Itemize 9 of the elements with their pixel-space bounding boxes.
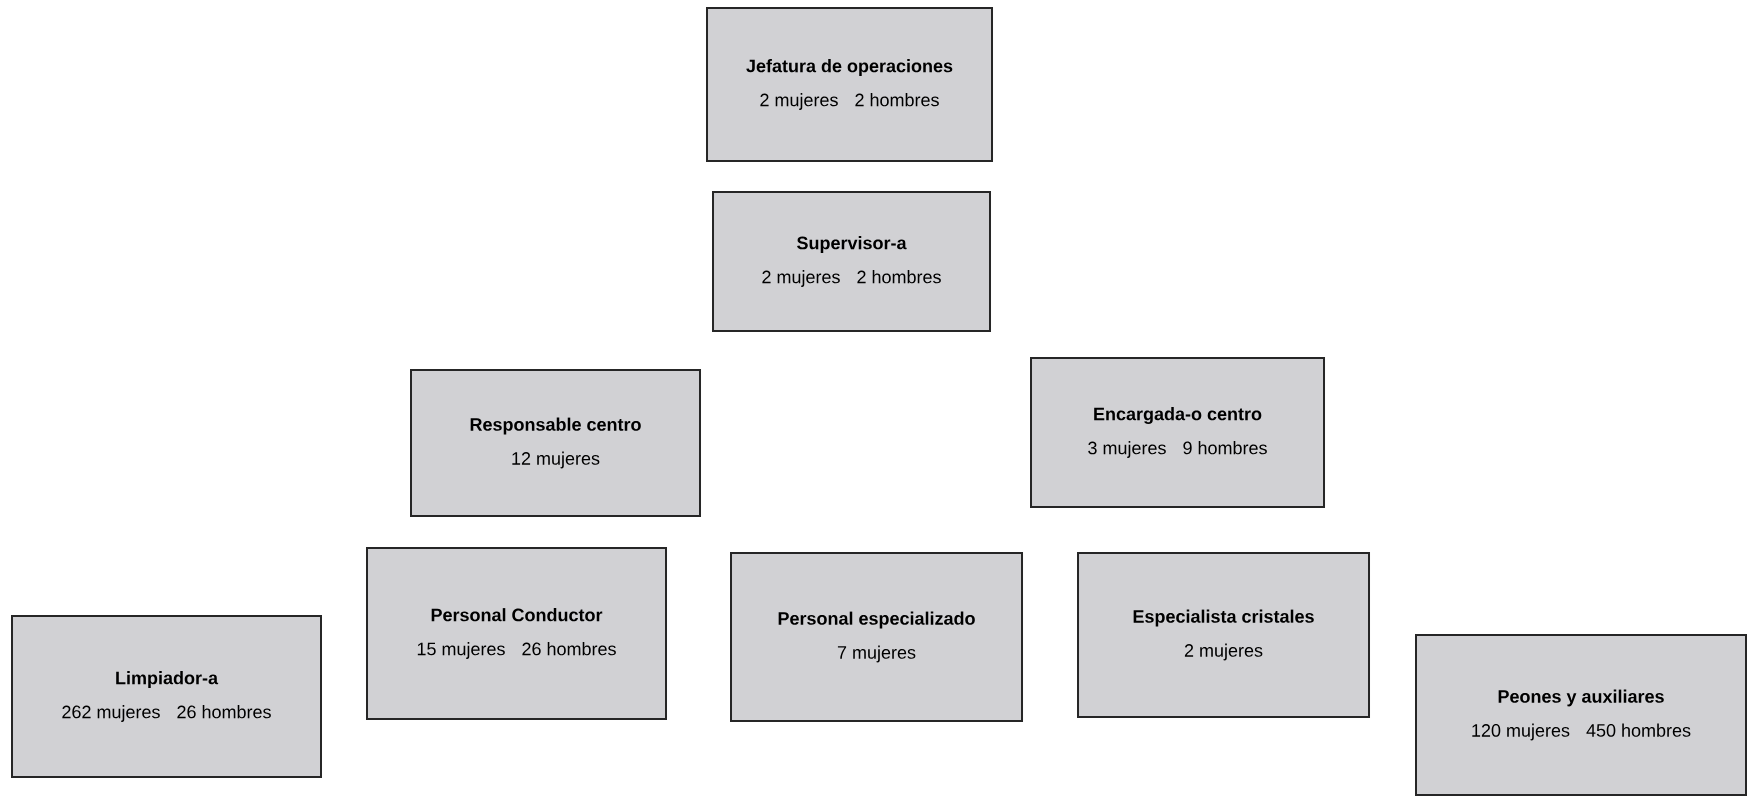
role-box: Personal Conductor 15 mujeres 26 hombres [366,547,667,720]
role-box: Limpiador-a 262 mujeres 26 hombres [11,615,322,778]
role-box: Responsable centro 12 mujeres [410,369,701,517]
role-box: Encargada-o centro 3 mujeres 9 hombres [1030,357,1325,508]
role-box: Personal especializado 7 mujeres [730,552,1023,722]
role-box: Jefatura de operaciones 2 mujeres 2 hombres [706,7,993,162]
role-box: Especialista cristales 2 mujeres [1077,552,1370,718]
role-box: Peones y auxiliares 120 mujeres 450 hombres [1415,634,1747,796]
role-box: Supervisor-a 2 mujeres 2 hombres [712,191,991,332]
